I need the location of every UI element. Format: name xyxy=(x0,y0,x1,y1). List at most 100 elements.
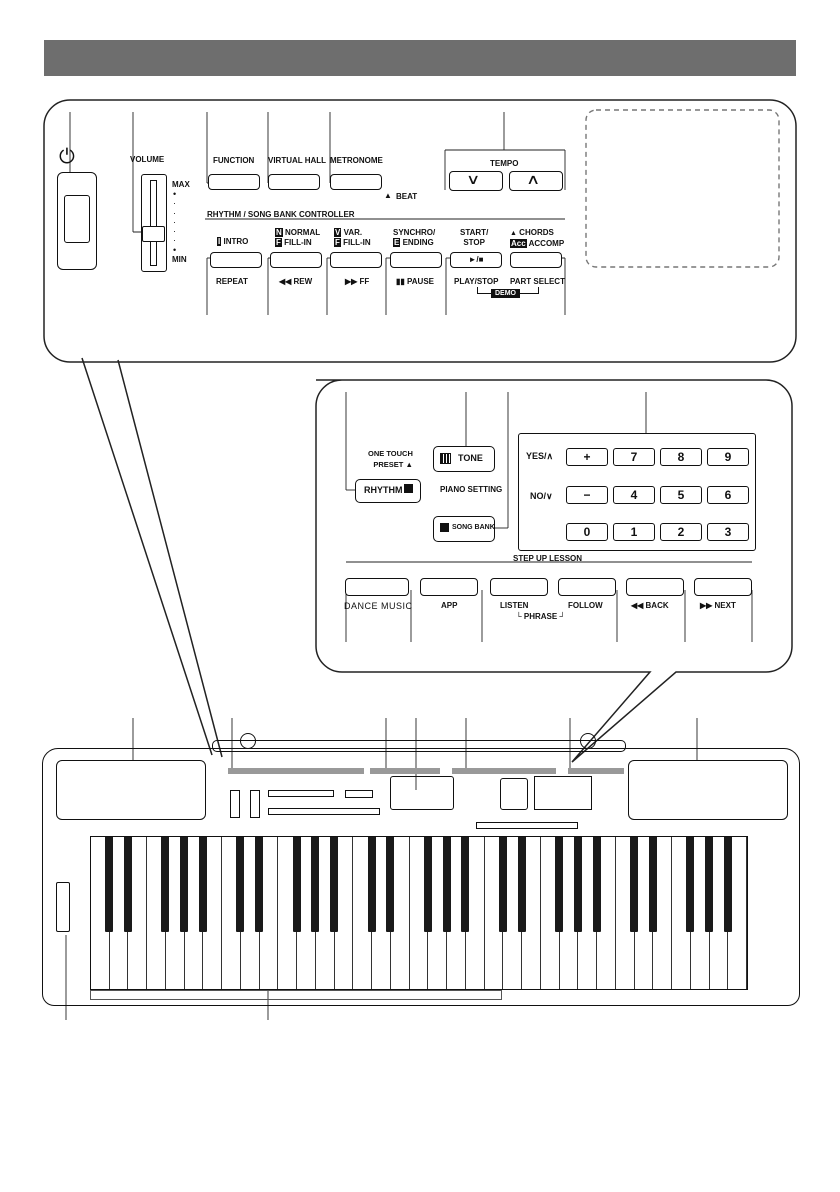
black-key[interactable] xyxy=(161,837,170,932)
white-key[interactable] xyxy=(522,837,541,989)
app-button[interactable] xyxy=(420,578,478,596)
display-screen xyxy=(390,776,454,810)
virtual-hall-button[interactable] xyxy=(268,174,320,190)
digit-5-button[interactable]: 5 xyxy=(660,486,702,504)
black-key[interactable] xyxy=(292,837,301,932)
listen-label: LISTEN xyxy=(500,601,529,610)
white-key[interactable] xyxy=(728,837,747,989)
black-key[interactable] xyxy=(330,837,339,932)
piano-setting-label: PIANO SETTING xyxy=(440,485,503,494)
black-key[interactable] xyxy=(123,837,132,932)
dance-music-button[interactable] xyxy=(345,578,409,596)
dance-music-label: DANCE MUSIC xyxy=(344,601,413,611)
black-key[interactable] xyxy=(498,837,507,932)
white-key[interactable] xyxy=(597,837,616,989)
digit-9-button[interactable]: 9 xyxy=(707,448,749,466)
minus-button[interactable]: − xyxy=(566,486,608,504)
chevron-down-icon: ∨ xyxy=(465,171,481,187)
follow-button[interactable] xyxy=(558,578,616,596)
part-select-label: PART SELECT xyxy=(510,277,565,286)
digit-4-button[interactable]: 4 xyxy=(613,486,655,504)
accomp-button[interactable] xyxy=(510,252,562,268)
black-key[interactable] xyxy=(423,837,432,932)
mini-lesson-buttons xyxy=(476,822,578,829)
digit-2-button[interactable]: 2 xyxy=(660,523,702,541)
white-key[interactable] xyxy=(390,837,410,989)
mini-volume-slider xyxy=(250,790,260,818)
black-key[interactable] xyxy=(198,837,207,932)
intro-label: I INTRO xyxy=(217,237,249,246)
synchro-ending-label: SYNCHRO/E ENDING xyxy=(393,228,436,247)
piano-keyboard[interactable] xyxy=(90,836,748,990)
rhythm-label: RHYTHM xyxy=(364,485,403,495)
mini-keypad xyxy=(534,776,592,810)
black-key[interactable] xyxy=(442,837,451,932)
category-strip-3 xyxy=(452,768,556,774)
digit-0-button[interactable]: 0 xyxy=(566,523,608,541)
speaker-left xyxy=(56,760,206,820)
music-stand-slot xyxy=(212,740,626,752)
volume-slider[interactable] xyxy=(142,226,165,242)
listen-button[interactable] xyxy=(490,578,548,596)
phrase-label: └ PHRASE ┘ xyxy=(516,612,566,621)
black-key[interactable] xyxy=(705,837,713,932)
black-key[interactable] xyxy=(311,837,320,932)
black-key[interactable] xyxy=(517,837,526,932)
volume-label: VOLUME xyxy=(130,155,165,164)
black-key[interactable] xyxy=(686,837,695,932)
synchro-ending-button[interactable] xyxy=(390,252,442,268)
white-key[interactable] xyxy=(334,837,354,989)
digit-7-button[interactable]: 7 xyxy=(613,448,655,466)
metronome-button[interactable] xyxy=(330,174,382,190)
repeat-label: REPEAT xyxy=(216,277,248,286)
start-stop-button[interactable]: ►/■ xyxy=(450,252,502,268)
mini-button-row-2 xyxy=(268,808,380,815)
next-button[interactable] xyxy=(694,578,752,596)
black-key[interactable] xyxy=(723,837,732,932)
digit-6-button[interactable]: 6 xyxy=(707,486,749,504)
plus-button[interactable]: + xyxy=(566,448,608,466)
black-key[interactable] xyxy=(255,837,264,932)
back-button[interactable] xyxy=(626,578,684,596)
black-key[interactable] xyxy=(648,837,657,932)
black-key[interactable] xyxy=(555,837,564,932)
tempo-up-button[interactable] xyxy=(509,171,563,191)
metronome-label: METRONOME xyxy=(330,156,383,165)
tempo-label: TEMPO xyxy=(490,159,519,168)
white-key[interactable] xyxy=(128,837,148,989)
black-key[interactable] xyxy=(367,837,376,932)
black-key[interactable] xyxy=(592,837,601,932)
black-key[interactable] xyxy=(236,837,245,932)
black-key[interactable] xyxy=(573,837,582,932)
rhythm-controller-label: RHYTHM / SONG BANK CONTROLLER xyxy=(207,210,355,219)
volume-scale-dots: •·····• xyxy=(173,189,177,255)
rhythm-icon xyxy=(404,484,413,493)
white-key[interactable] xyxy=(465,837,485,989)
volume-min-label: MIN xyxy=(172,255,187,264)
digit-1-button[interactable]: 1 xyxy=(613,523,655,541)
digit-3-button[interactable]: 3 xyxy=(707,523,749,541)
pitch-bend-wheel[interactable] xyxy=(56,882,70,932)
beat-shift-icon: ▲ xyxy=(384,191,392,200)
black-key[interactable] xyxy=(180,837,189,932)
function-button[interactable] xyxy=(208,174,260,190)
tempo-down-button[interactable] xyxy=(449,171,503,191)
white-key[interactable] xyxy=(259,837,279,989)
var-fill-in-button[interactable] xyxy=(330,252,382,268)
black-key[interactable] xyxy=(105,837,114,932)
white-key[interactable] xyxy=(653,837,673,989)
normal-fill-in-button[interactable] xyxy=(270,252,322,268)
intro-repeat-button[interactable] xyxy=(210,252,262,268)
white-key[interactable] xyxy=(203,837,223,989)
keyboard-body xyxy=(42,748,800,1006)
black-key[interactable] xyxy=(461,837,470,932)
black-key[interactable] xyxy=(630,837,639,932)
digit-8-button[interactable]: 8 xyxy=(660,448,702,466)
power-button[interactable] xyxy=(64,195,90,243)
mini-tone-buttons xyxy=(500,778,528,810)
black-key[interactable] xyxy=(386,837,395,932)
volume-slider-track xyxy=(141,174,167,272)
start-stop-label: START/STOP xyxy=(460,228,489,247)
